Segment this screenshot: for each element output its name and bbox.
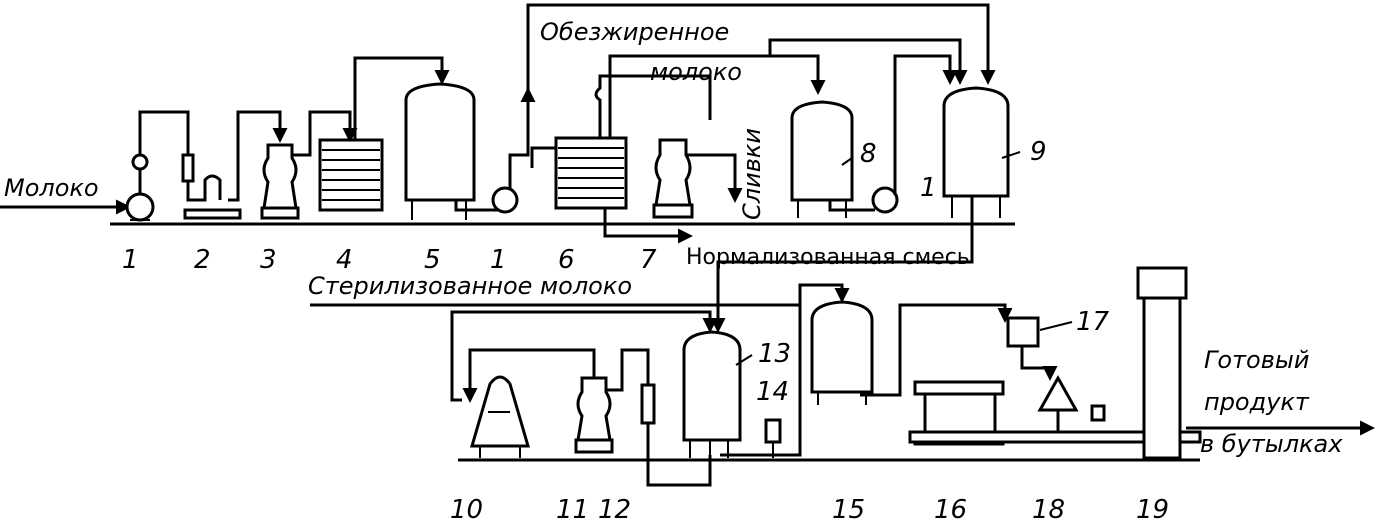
cooler-4 [318,56,450,212]
leader-lines [735,151,1073,366]
separator-11 [462,348,650,454]
num-heater: 6 [558,245,575,275]
tank-15 [798,283,1013,455]
num-cooler-a: 4 [336,245,353,275]
conveyor [908,430,1202,444]
label-product-3: в бутылках [1200,430,1343,458]
num-tank-a: 5 [424,245,441,275]
label-product-2: продукт [1204,388,1310,416]
num-filter: 2 [194,245,211,275]
num-tank-norm: 9 [1030,137,1047,167]
num-pump-c: 1 [920,173,937,203]
num-heater-c: 12 [598,495,631,525]
tank-9 [710,86,1010,333]
num-tank-skim: 8 [860,139,877,169]
num-sterilizer: 19 [1136,495,1169,525]
label-milk-in: Молоко [4,174,99,202]
pump-1-c [871,54,958,214]
separator-3 [260,110,358,220]
num-separator-b: 7 [640,245,657,275]
tank-5 [404,82,498,220]
tank-13 [682,330,742,458]
instrument-14 [764,418,782,458]
filter-2 [181,110,288,220]
heater-17 [1006,316,1058,381]
num-capper: 18 [1032,495,1065,525]
label-cream: Сливки [738,128,766,220]
num-separator-c: 11 [556,495,589,525]
num-instrument: 14 [756,377,789,407]
pump-1-a [125,110,190,222]
pump-1-b [491,3,996,214]
num-tank-c: 13 [758,339,791,369]
num-homogenizer: 10 [450,495,483,525]
num-filler: 16 [934,495,967,525]
heater-6 [530,38,968,210]
tank-8 [790,100,875,218]
num-pump-a: 1 [122,245,139,275]
sterilizer-19 [1136,266,1188,460]
capper-18 [1037,374,1106,432]
label-sterilized: Стерилизованное молоко [308,272,632,300]
num-pump-b: 1 [490,245,507,275]
skim-line [770,54,826,95]
num-tank-d: 15 [832,495,865,525]
label-skim-1: Обезжиренное [540,18,729,46]
label-skim-2: молоко [650,58,742,86]
label-normalized: Нормализованная смесь [686,245,970,270]
num-heater-d: 17 [1076,307,1110,337]
separator-7 [603,138,743,244]
homogenizer-10 [450,310,718,458]
num-separator-a: 3 [260,245,277,275]
label-product-1: Готовый [1204,346,1309,374]
heater-12 [640,383,712,487]
